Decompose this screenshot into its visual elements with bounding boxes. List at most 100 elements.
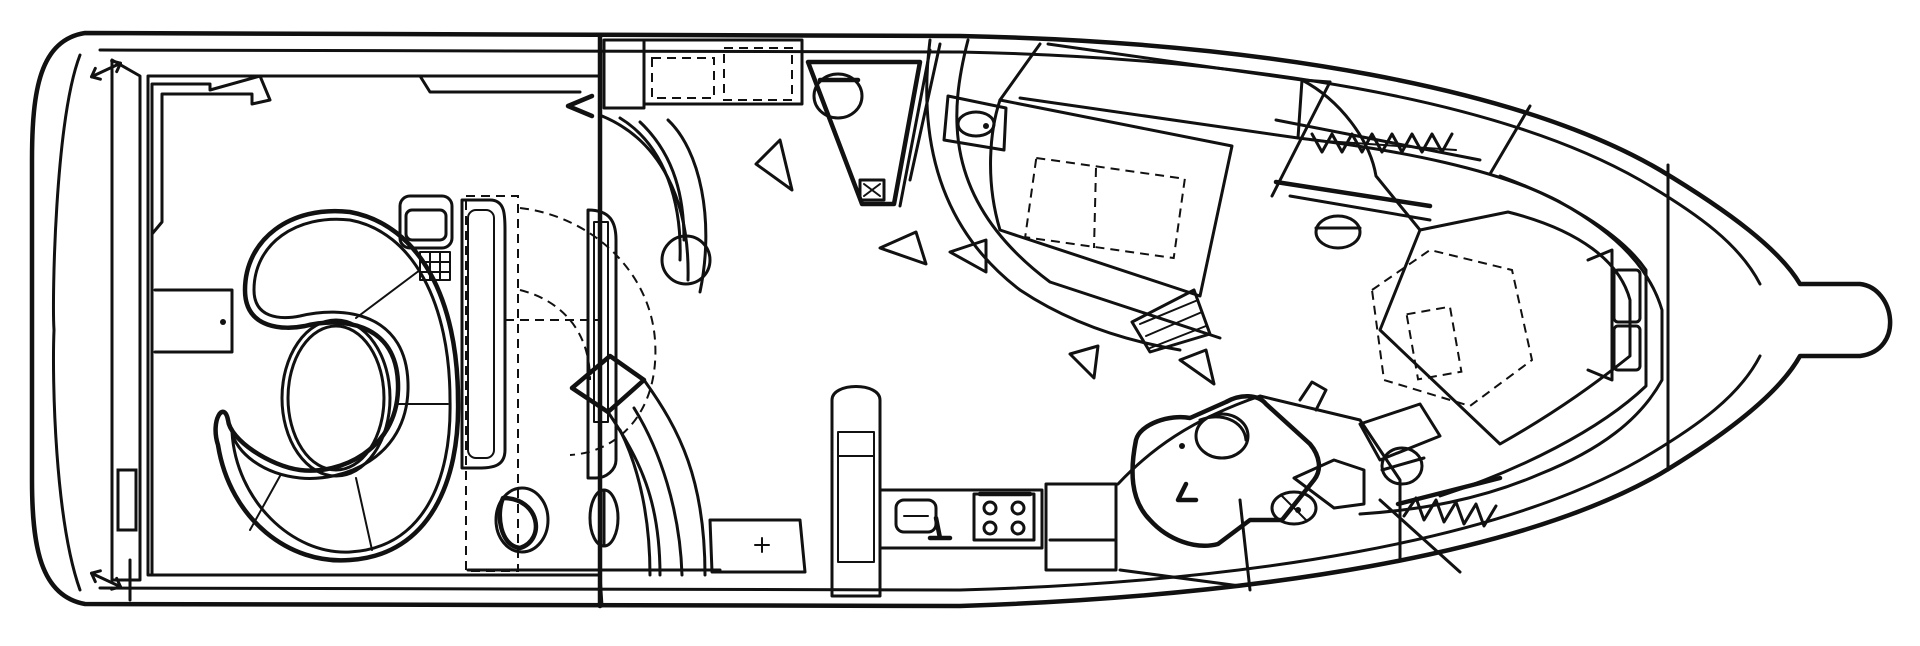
hull-inner-line [98,48,1762,286]
double-arrow-icon [89,59,123,81]
galley-sink [894,498,953,541]
helm-bench-cushion [467,209,495,459]
salon-settee-back [998,42,1042,102]
fwd-locker-2 [1612,324,1642,372]
salon [878,38,1304,386]
double-arrow-icon [89,569,123,591]
salon-upper-wall [925,38,1182,352]
helm-bench-port [460,198,507,470]
salon-basin [942,94,1008,152]
salon-table-dash-mid [1093,167,1097,249]
salon-bolster [1130,288,1212,354]
salon-step-wedge-2 [948,238,988,274]
fwd-lower-zigzag [1395,475,1503,528]
cockpit-icebox [398,194,454,250]
companionway-step-mark [565,93,595,119]
galley-counter [878,488,1044,550]
aft-head-toilet [1194,412,1250,460]
hull [29,30,1893,609]
helm-seat [606,378,707,577]
aft-stateroom-sink [1380,446,1424,486]
upper-head [805,42,942,208]
helm-step-box [708,518,807,574]
aft-head-door [1292,458,1366,510]
transom-curve [52,53,82,592]
stern-bench-outline [110,58,142,582]
galley-upper-cabinet-dash-2 [723,47,793,101]
companionway-steps-mid [618,116,682,262]
helm-arc-inner [519,289,591,381]
aft-cabin-pillar [1298,380,1328,412]
fwd-berth-dash [1370,248,1534,408]
galley [642,38,1118,598]
cockpit-upper-coaming [268,74,582,94]
fwd-bulkhead-upper [1300,78,1422,232]
salon-top-seat [1018,42,1304,140]
cushion-seam [355,477,373,551]
hull-outline [29,30,1893,609]
u-lounge-outer [213,208,461,563]
galley-upper-cabinet-dash [651,57,715,99]
head-toilet [494,486,550,554]
aft-head-fixture-dot [1179,443,1185,449]
cushion-seam [355,269,421,319]
aft-head-sink [1270,490,1318,526]
cockpit-side-locker [153,288,234,354]
u-lounge-inner-cushion [230,217,452,554]
fwd-storage-dash [1405,305,1463,381]
upper-head-door-swing [908,42,942,182]
aft-cabin-partition [1238,498,1252,592]
fwd-bunk-inner [1438,174,1648,498]
fwd-berth [1378,210,1632,446]
aft-stateroom-sink-line [1380,456,1426,472]
companionway-landing [666,118,708,294]
upper-head-sink-x [863,183,881,197]
forward-stateroom [1270,78,1664,528]
aft-cabin-partition-2 [1378,498,1462,574]
stern-area [89,58,142,602]
hull-inner-line-lower [98,354,1762,592]
upper-head-door-2 [898,48,932,208]
aft-stateroom-cabinet [1358,402,1442,462]
galley-post [830,385,882,598]
galley-upper-cabinet [642,38,804,106]
upper-head-enclosure [805,59,923,207]
locker-handle [220,319,226,325]
helm-step-mark [754,537,770,553]
fwd-bunk-outline [1296,136,1664,516]
deck-segments [598,78,1332,608]
fwd-shelf-zigzag [1309,132,1457,154]
galley-fridge [1044,482,1118,572]
salon-settee-cushion [989,98,1234,298]
upper-head-sink [858,178,886,202]
cockpit-table-edge [280,318,392,478]
head-basin [588,488,620,548]
aft-head-toilet-seat [1198,415,1248,442]
salon-step-wedge [878,230,928,266]
helm-arc [519,207,657,456]
stern-step [116,468,138,532]
cockpit-port-seat [150,74,272,236]
fwd-hanging-locker [1586,248,1614,382]
salon-step-wedge-3 [1068,344,1100,380]
cockpit-perimeter [146,74,602,577]
cockpit-table [286,324,386,472]
aft-head-step-mark [1175,481,1199,503]
head-toilet-seat [497,495,538,551]
fwd-sink-upper [1314,214,1362,250]
salon-table-dash [1024,156,1186,260]
grill-grate [419,251,451,281]
cockpit [146,74,807,577]
cockpit-icebox-lid [404,208,448,242]
upper-head-toilet [812,72,864,120]
aft-head-enclosure [1130,394,1322,548]
cushion-seam [249,475,281,531]
companionway-stool [660,234,712,286]
helm-seat-curve-2 [618,406,684,577]
galley-post-inner [837,431,875,563]
helm-platform-outline [465,195,519,572]
fwd-shelf-frame [1274,118,1482,222]
salon-settee-outer [955,38,1222,340]
galley-cooktop [972,491,1036,542]
